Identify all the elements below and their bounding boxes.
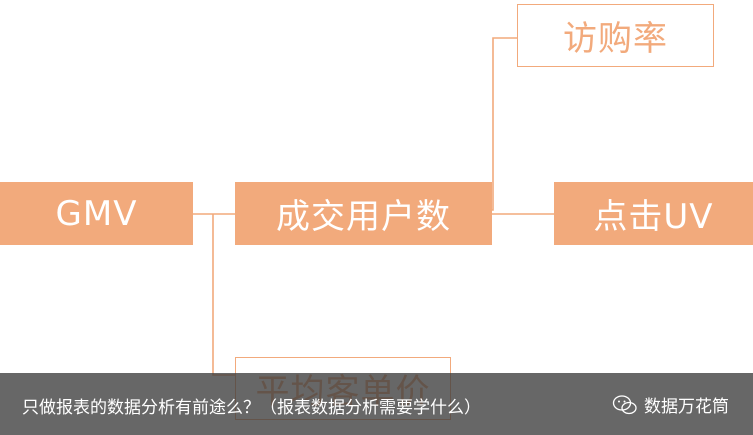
node-buyers: 成交用户数: [235, 182, 492, 245]
brand-name: 数据万花筒: [644, 397, 729, 417]
wechat-account-icon: [612, 394, 637, 414]
link-buyers-conversion: [492, 37, 517, 211]
link-gmv-aov: [212, 214, 235, 376]
node-conversion-label: 访购率: [563, 19, 668, 59]
node-gmv: GMV: [0, 182, 193, 245]
brand[interactable]: 数据万花筒: [612, 392, 729, 417]
node-gmv-label: GMV: [55, 193, 138, 234]
node-conversion: 访购率: [517, 4, 714, 67]
node-uv-label: 点击UV: [593, 197, 714, 237]
node-uv: 点击UV: [554, 182, 753, 245]
caption-title[interactable]: 只做报表的数据分析有前途么？（报表数据分析需要学什么）: [22, 398, 481, 418]
caption-bar: 只做报表的数据分析有前途么？（报表数据分析需要学什么） 数据万花筒: [0, 373, 753, 435]
node-buyers-label: 成交用户数: [276, 197, 451, 237]
